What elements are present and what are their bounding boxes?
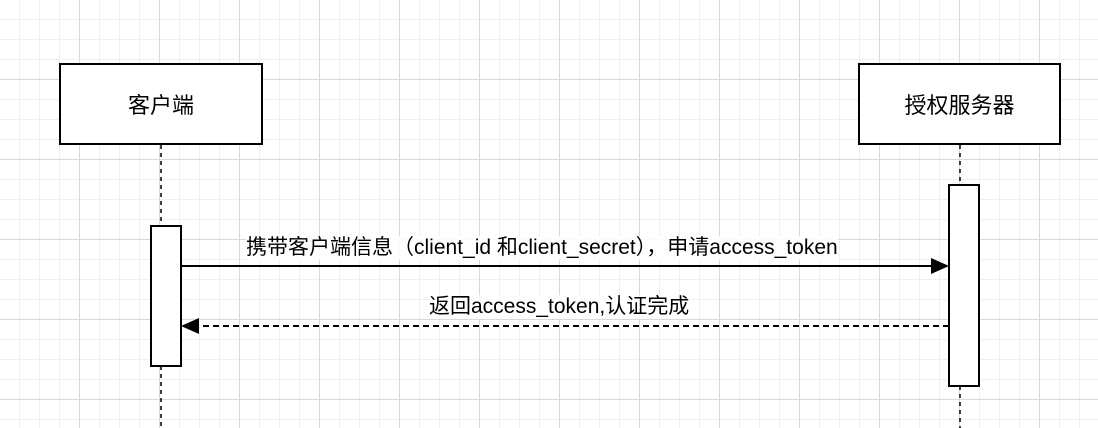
request-message-label: 携带客户端信息（client_id 和client_secret），申请acce… <box>246 236 838 260</box>
request-arrowhead <box>931 258 949 274</box>
client-activation-box <box>150 225 182 367</box>
participant-client-label: 客户端 <box>127 93 194 118</box>
participant-server: 授权服务器 <box>858 63 1061 145</box>
participant-server-label: 授权服务器 <box>904 93 1015 118</box>
response-message-label: 返回access_token,认证完成 <box>429 295 690 319</box>
response-arrowhead <box>181 318 199 334</box>
participant-client: 客户端 <box>59 63 263 145</box>
server-activation-box <box>948 184 980 387</box>
